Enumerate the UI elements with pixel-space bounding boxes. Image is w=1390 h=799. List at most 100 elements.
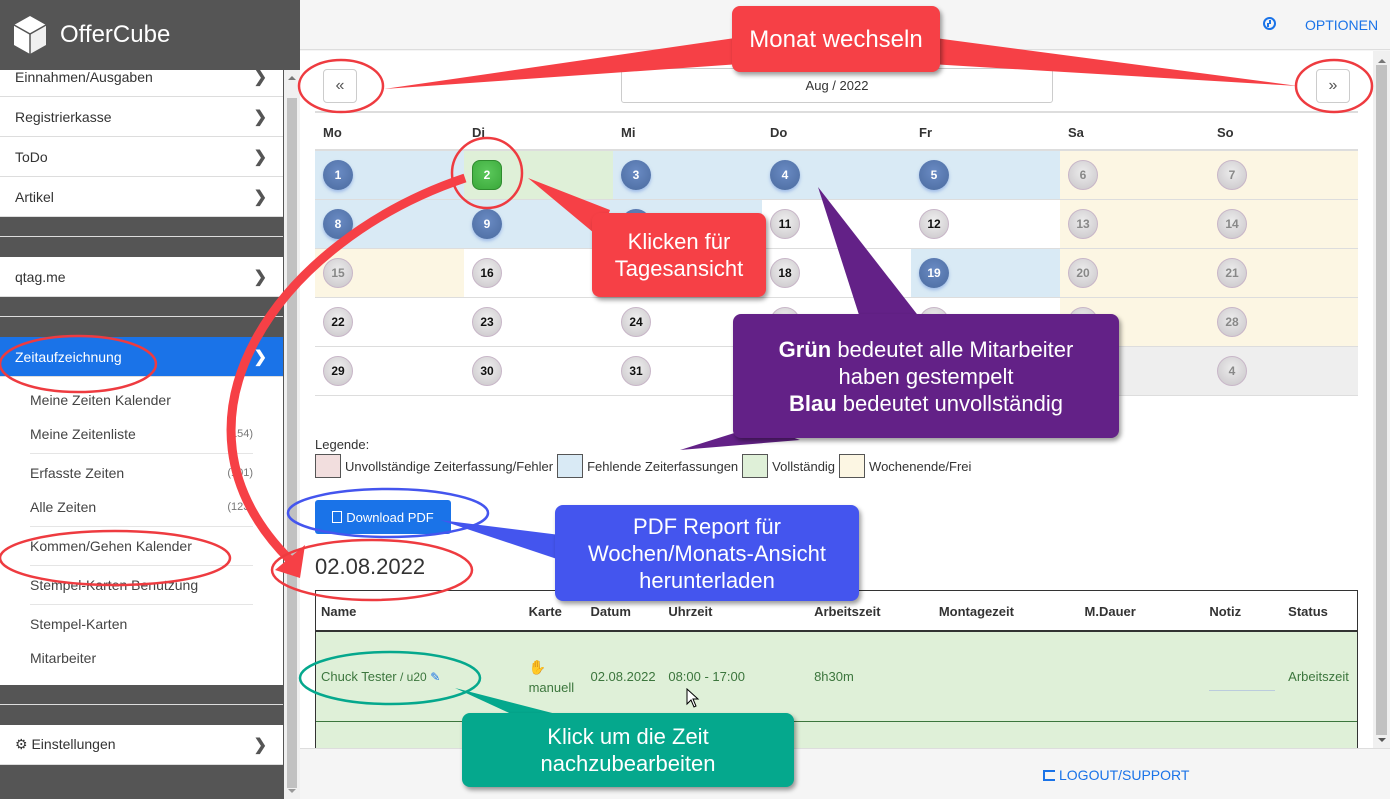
calendar-day-badge[interactable]: 2 [472,160,502,190]
brand[interactable]: OfferCube [0,0,300,70]
calendar-week-row: 891011121314 [315,200,1358,249]
calendar-day-cell[interactable]: 16 [464,249,613,297]
calendar-day-badge[interactable]: 12 [919,209,949,239]
calendar-day-cell[interactable]: 14 [1209,200,1358,248]
calendar-day-cell[interactable]: 30 [464,347,613,395]
calendar-day-badge[interactable]: 23 [472,307,502,337]
submenu-item-meine-zeiten-kalender[interactable]: Meine Zeiten Kalender [30,383,253,417]
submenu-item-stempel-karten-benutzung[interactable]: Stempel-Karten Benutzung [30,568,253,602]
calendar-day-badge[interactable]: 11 [770,209,800,239]
sidebar-item-einnahmen[interactable]: Einnahmen/Ausgaben ❯ [0,70,283,97]
column-header-name[interactable]: Name [321,604,357,619]
calendar-day-badge[interactable]: 20 [1068,258,1098,288]
calendar-day-cell[interactable]: 1 [315,151,464,199]
calendar-day-badge[interactable]: 1 [323,160,353,190]
sidebar-item-registrierkasse[interactable]: Registrierkasse ❯ [0,97,283,137]
calendar-day-badge[interactable]: 14 [1217,209,1247,239]
employee-name[interactable]: Chuck Tester [321,669,397,684]
column-header-karte[interactable]: Karte [528,604,562,619]
calendar-day-badge[interactable]: 6 [1068,160,1098,190]
scrollbar-thumb[interactable] [1376,65,1387,735]
sidebar-scrollbar[interactable] [284,70,300,799]
scroll-down-arrow-icon[interactable] [288,789,296,793]
prev-month-button[interactable]: « [323,69,357,103]
sidebar-item-einstellungen[interactable]: ⚙ Einstellungen ❯ [0,725,283,765]
sidebar-item-qtag[interactable]: qtag.me ❯ [0,257,283,297]
calendar-day-cell[interactable]: 13 [1060,200,1209,248]
column-header-uhrzeit[interactable]: Uhrzeit [668,604,713,619]
legend-swatch [315,454,341,478]
calendar-day-badge[interactable]: 28 [1217,307,1247,337]
calendar-day-badge[interactable]: 31 [621,356,651,386]
calendar-day-badge[interactable]: 30 [472,356,502,386]
column-header-datum[interactable]: Datum [590,604,631,619]
column-header-mdauer[interactable]: M.Dauer [1084,604,1136,619]
column-header-arbeitszeit[interactable]: Arbeitszeit [814,604,881,619]
calendar-day-badge[interactable]: 3 [621,160,651,190]
calendar-day-badge[interactable]: 4 [770,160,800,190]
calendar-day-cell[interactable]: 4 [762,151,911,199]
calendar-day-cell[interactable]: 9 [464,200,613,248]
column-header-status[interactable]: Status [1288,604,1328,619]
submenu-item-meine-zeitenliste[interactable]: Meine Zeitenliste (154) [30,417,253,451]
calendar-day-cell[interactable]: 11 [762,200,911,248]
submenu-item-stempel-karten[interactable]: Stempel-Karten [30,607,253,641]
scroll-up-arrow-icon[interactable] [288,76,296,80]
calendar-day-cell[interactable]: 4 [1209,347,1358,395]
calendar-day-badge[interactable]: 5 [919,160,949,190]
column-header-montagezeit[interactable]: Montagezeit [938,604,1014,619]
calendar-day-cell[interactable]: 8 [315,200,464,248]
scroll-up-arrow-icon[interactable] [1378,59,1386,63]
cell-notiz[interactable] [1204,662,1283,691]
employee-uid: / u20 [396,670,427,684]
calendar-day-badge[interactable]: 9 [472,209,502,239]
calendar-day-cell[interactable]: 19 [911,249,1060,297]
calendar-day-badge[interactable]: 29 [323,356,353,386]
calendar-day-cell[interactable]: 28 [1209,298,1358,346]
calendar-day-badge[interactable]: 19 [919,258,949,288]
calendar-day-cell[interactable]: 12 [911,200,1060,248]
calendar-day-cell[interactable]: 21 [1209,249,1358,297]
calendar-day-cell[interactable]: 23 [464,298,613,346]
pencil-edit-icon[interactable]: ✎ [430,670,441,684]
scroll-down-arrow-icon[interactable] [1378,738,1386,742]
calendar-day-badge[interactable]: 15 [323,258,353,288]
calendar-day-cell[interactable]: 3 [613,151,762,199]
calendar-day-badge[interactable]: 13 [1068,209,1098,239]
calendar-day-badge[interactable]: 21 [1217,258,1247,288]
calendar-day-cell[interactable]: 18 [762,249,911,297]
sidebar-item-zeitaufzeichnung[interactable]: Zeitaufzeichnung ❯ [0,337,283,377]
submenu-item-alle-zeiten[interactable]: Alle Zeiten (123) [30,490,253,524]
calendar-day-cell[interactable]: 2 [464,151,613,199]
calendar-day-cell[interactable]: 20 [1060,249,1209,297]
scrollbar-thumb[interactable] [287,98,297,788]
notiz-input[interactable] [1209,690,1276,691]
calendar-day-badge[interactable]: 24 [621,307,651,337]
download-pdf-button[interactable]: Download PDF [315,500,451,534]
column-header-notiz[interactable]: Notiz [1209,604,1242,619]
calendar-day-badge[interactable]: 22 [323,307,353,337]
annotation-text: nachzubearbeiten [540,751,716,776]
submenu-item-mitarbeiter[interactable]: Mitarbeiter [30,641,253,675]
sidebar-item-artikel[interactable]: Artikel ❯ [0,177,283,217]
options-link[interactable]: OPTIONEN [1305,17,1379,33]
calendar-day-badge[interactable]: 7 [1217,160,1247,190]
calendar-day-cell[interactable]: 6 [1060,151,1209,199]
calendar-day-badge[interactable]: 16 [472,258,502,288]
calendar-day-badge[interactable]: 8 [323,209,353,239]
calendar-day-cell[interactable]: 5 [911,151,1060,199]
sidebar-item-todo[interactable]: ToDo ❯ [0,137,283,177]
logout-support-link[interactable]: LOGOUT/SUPPORT [1043,767,1189,783]
submenu-item-erfasste-zeiten[interactable]: Erfasste Zeiten (101) [30,456,253,490]
clock-icon[interactable] [1263,17,1276,30]
calendar-day-badge[interactable]: 18 [770,258,800,288]
submenu-item-kommen-gehen-kalender[interactable]: Kommen/Gehen Kalender [30,529,253,563]
calendar-day-cell[interactable]: 7 [1209,151,1358,199]
next-month-button[interactable]: » [1316,69,1350,103]
calendar-day-cell[interactable]: 22 [315,298,464,346]
table-row[interactable]: Chuck Tester / u20 ✎ ✋ manuell 02.08.202… [316,632,1357,722]
main-scrollbar[interactable] [1373,51,1390,748]
calendar-day-badge[interactable]: 4 [1217,356,1247,386]
calendar-day-cell[interactable]: 15 [315,249,464,297]
calendar-day-cell[interactable]: 29 [315,347,464,395]
